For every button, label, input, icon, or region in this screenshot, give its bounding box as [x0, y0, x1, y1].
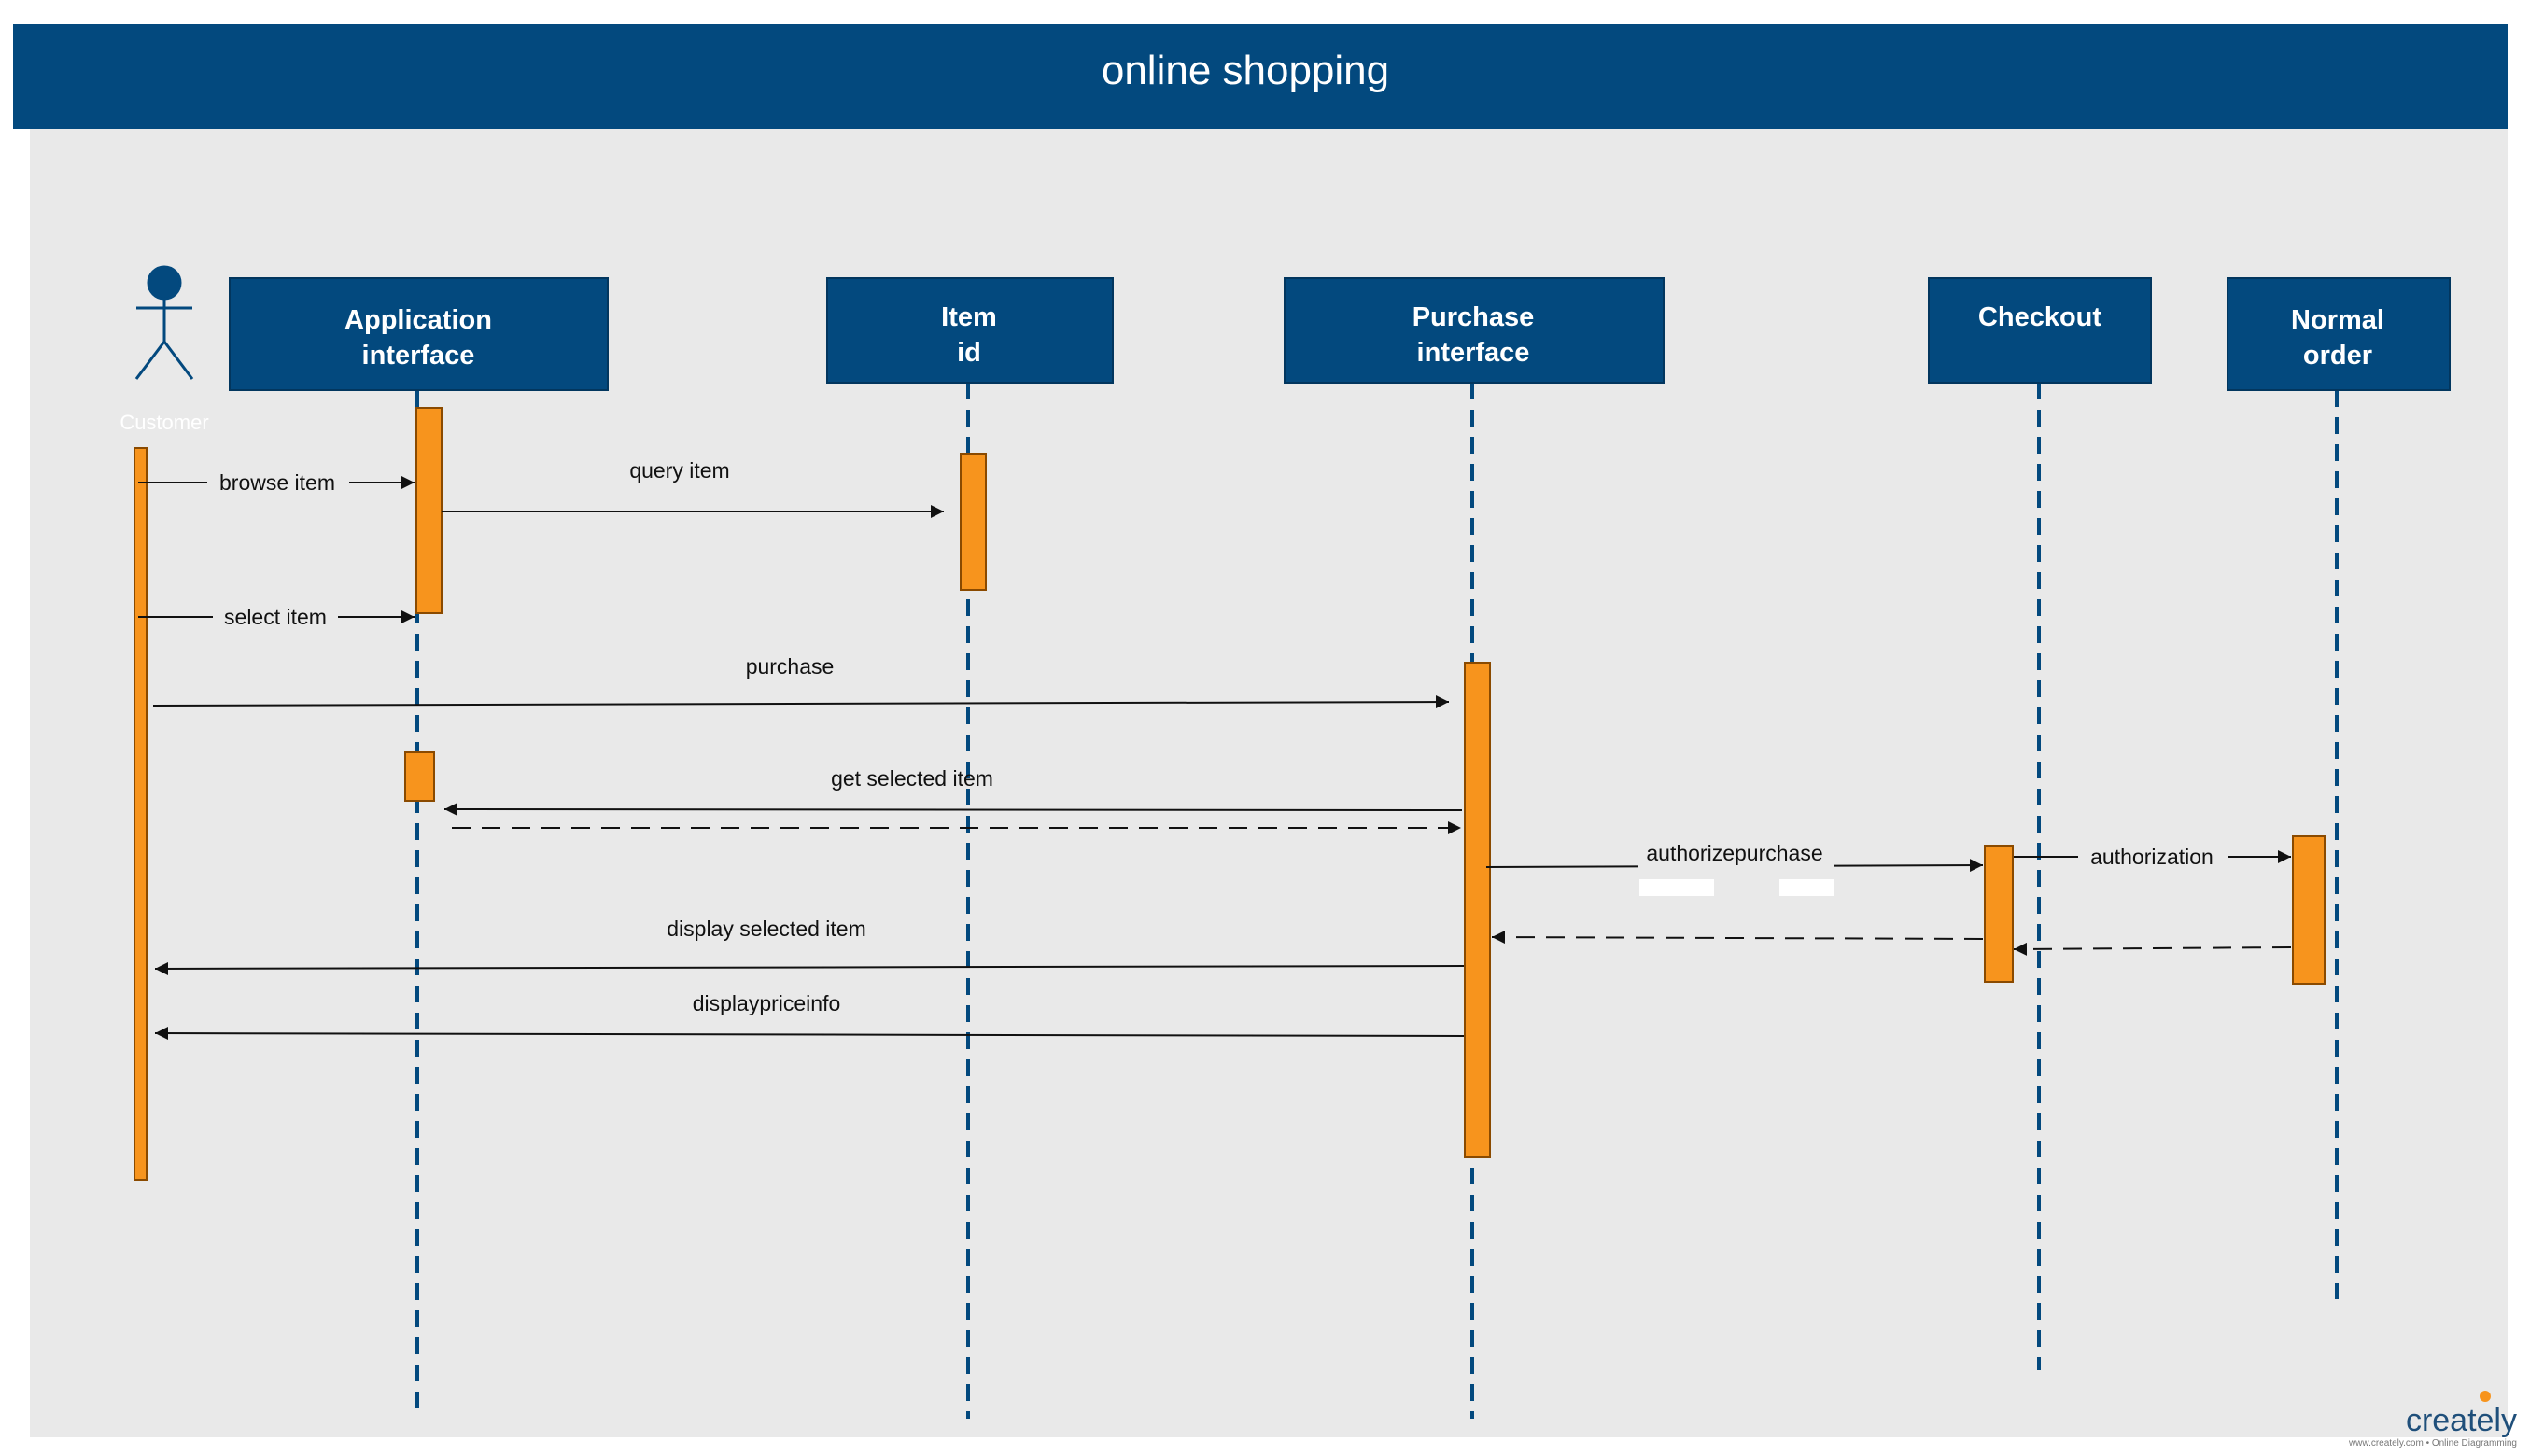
participant-label-line2: interface	[362, 341, 475, 371]
activation-app-1	[415, 407, 443, 614]
participant-label-line1: Application	[344, 305, 492, 335]
message-label: authorizepurchase	[1646, 841, 1822, 865]
label-patch	[1779, 879, 1834, 896]
activation-purchase	[1464, 662, 1491, 1158]
label-bg	[207, 467, 349, 498]
message-arrow	[154, 1027, 1465, 1041]
label-patch	[1639, 879, 1714, 896]
title-bar	[13, 24, 2508, 129]
message-label: browse item	[219, 470, 335, 495]
label-bg	[213, 601, 338, 633]
activation-order	[2292, 835, 2326, 985]
stick-figure-icon	[134, 265, 194, 380]
message-label: query item	[629, 458, 729, 483]
message-label: display selected item	[667, 917, 866, 941]
participant-checkout[interactable]: Checkout	[1928, 277, 2152, 384]
label-bg	[1638, 836, 1834, 870]
participant-label-line2: interface	[1417, 338, 1530, 368]
message-arrow	[443, 803, 1463, 817]
message-label: select item	[224, 605, 327, 629]
participant-label-line1: Normal	[2291, 305, 2384, 335]
creately-logo: creately	[2406, 1403, 2517, 1438]
diagram-title: online shopping	[1102, 48, 1389, 93]
message-arrow	[152, 695, 1450, 709]
return-arrow	[2013, 942, 2292, 956]
participant-label-line2: id	[957, 338, 981, 368]
participant-label-line1: Purchase	[1413, 302, 1535, 332]
participant-box	[1928, 277, 2152, 384]
message-label: purchase	[746, 654, 835, 679]
actor-label: Customer	[119, 411, 208, 434]
participant-label-line1: Checkout	[1978, 302, 2101, 332]
message-arrow	[154, 961, 1465, 975]
participant-purchase[interactable]: Purchase interface	[1284, 277, 1665, 384]
participant-order[interactable]: Normal order	[2227, 277, 2451, 391]
participant-label-line1: Item	[941, 302, 997, 332]
bulb-icon	[2480, 1391, 2491, 1402]
participant-app[interactable]: Application interface	[229, 277, 609, 391]
participant-box	[826, 277, 1114, 384]
return-arrow	[1491, 931, 1984, 945]
activation-bars	[134, 407, 2326, 1181]
participant-item[interactable]: Item id	[826, 277, 1114, 384]
activation-item	[960, 453, 987, 591]
activation-customer	[134, 447, 148, 1181]
message-label: authorization	[2090, 845, 2214, 869]
message-label: displaypriceinfo	[693, 991, 841, 1015]
activation-checkout	[1984, 845, 2014, 983]
activation-app-2	[404, 751, 435, 802]
participant-box	[1284, 277, 1665, 384]
participant-box	[2227, 277, 2451, 391]
participant-label-line2: order	[2303, 341, 2372, 371]
message-label: get selected item	[831, 766, 993, 791]
label-bg	[2078, 840, 2228, 874]
actor-customer[interactable]: Customer	[119, 265, 209, 434]
participant-box	[229, 277, 609, 391]
creately-tagline: www.creately.com • Online Diagramming	[2348, 1438, 2517, 1449]
creately-watermark[interactable]: creately www.creately.com • Online Diagr…	[2348, 1391, 2517, 1449]
